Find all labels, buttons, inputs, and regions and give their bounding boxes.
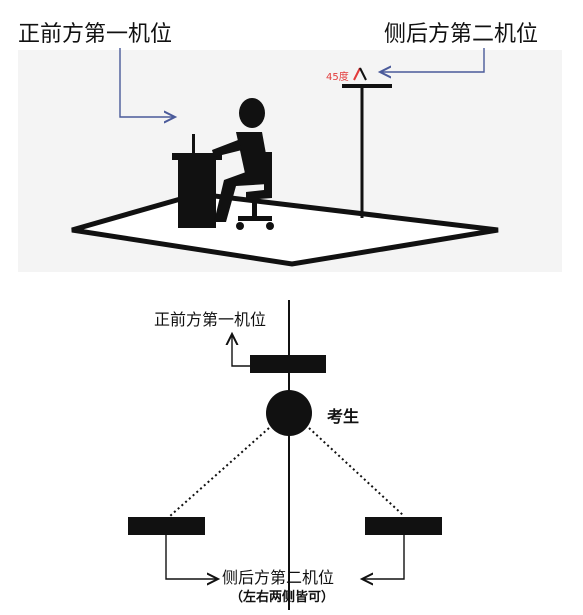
examinee-circle [266, 390, 312, 436]
rear-camera-note: （左右两侧皆可） [230, 590, 335, 605]
bottom-rear-camera-label: 侧后方第二机位 [222, 568, 335, 587]
top-rear-camera-label: 侧后方第二机位 [384, 22, 539, 47]
rear-camera-tripod [342, 67, 392, 218]
desk [172, 153, 222, 228]
right-view-line [308, 427, 405, 517]
left-view-line [169, 427, 270, 517]
front-camera-arrow [119, 48, 175, 117]
angle-label: 45度 [326, 72, 349, 83]
examinee-label: 考生 [327, 407, 360, 426]
top-front-camera-label: 正前方第一机位 [18, 22, 173, 47]
bottom-front-camera-label: 正前方第一机位 [154, 310, 267, 329]
front-camera-pointer [232, 334, 250, 367]
front-camera-device [192, 134, 195, 153]
examinee-figure [212, 98, 274, 230]
left-rear-pointer [165, 535, 218, 579]
right-rear-camera-bar [365, 517, 442, 535]
rear-camera-arrow [380, 48, 485, 72]
right-rear-pointer [362, 535, 405, 579]
front-camera-bar [250, 355, 326, 373]
left-rear-camera-bar [128, 517, 205, 535]
